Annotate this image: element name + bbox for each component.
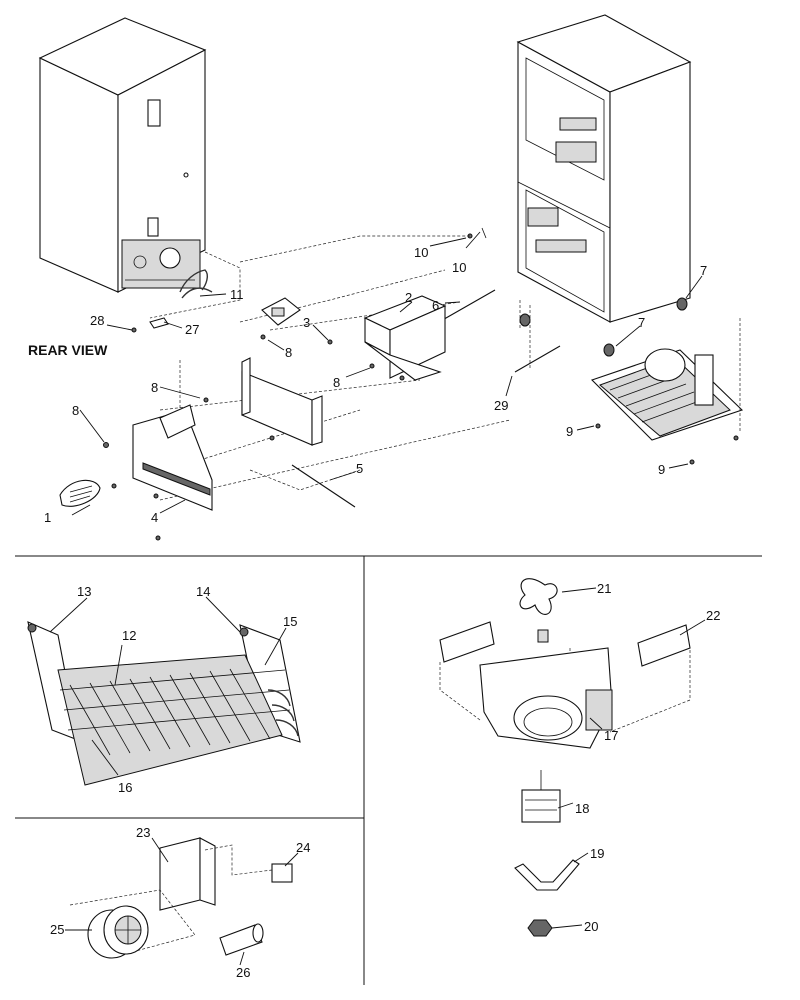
callout-19: 19 xyxy=(590,846,604,861)
callout-9-b: 9 xyxy=(658,462,665,477)
callout-11: 11 xyxy=(230,287,244,302)
callout-23: 23 xyxy=(136,825,150,840)
drain-tube-11 xyxy=(181,287,213,299)
callout-10-a: 10 xyxy=(414,245,428,260)
part-27 xyxy=(149,317,169,329)
assembly-guides xyxy=(159,235,531,501)
damper-assembly xyxy=(260,297,301,340)
rod-5 xyxy=(291,464,356,508)
callout-17: 17 xyxy=(604,728,618,743)
callout-5: 5 xyxy=(356,461,363,476)
part-28 xyxy=(131,327,137,333)
duct-2 xyxy=(327,295,447,381)
bracket-19 xyxy=(514,859,580,891)
callout-1: 1 xyxy=(44,510,51,525)
callout-3: 3 xyxy=(303,315,310,330)
callout-7-a: 7 xyxy=(700,263,707,278)
callout-29: 29 xyxy=(494,398,508,413)
leveling-legs xyxy=(519,297,688,357)
callout-8-a: 8 xyxy=(285,345,292,360)
callout-27: 27 xyxy=(185,322,199,337)
rear-view-cabinet xyxy=(38,17,241,319)
center-bracket xyxy=(203,357,323,446)
cover-4 xyxy=(103,404,213,541)
callout-7-b: 7 xyxy=(638,315,645,330)
callout-28: 28 xyxy=(90,313,104,328)
callout-25: 25 xyxy=(50,922,64,937)
fan-assembly xyxy=(439,578,691,749)
callout-14: 14 xyxy=(196,584,210,599)
callout-10-b: 10 xyxy=(452,260,466,275)
callout-8-b: 8 xyxy=(151,380,158,395)
leader-lines xyxy=(49,231,706,966)
wheel-assembly xyxy=(69,837,293,959)
front-cabinet xyxy=(516,14,692,330)
callout-21: 21 xyxy=(597,581,611,596)
callout-16: 16 xyxy=(118,780,132,795)
callout-8-c: 8 xyxy=(333,375,340,390)
nut-20 xyxy=(527,919,553,937)
callout-4: 4 xyxy=(151,510,158,525)
callout-12: 12 xyxy=(122,628,136,643)
callout-9-a: 9 xyxy=(566,424,573,439)
callout-2: 2 xyxy=(405,290,412,305)
callout-8-d: 8 xyxy=(72,403,79,418)
compressor-assembly xyxy=(590,318,744,465)
grille-1 xyxy=(59,479,101,507)
panel-separators xyxy=(15,555,762,985)
fan-motor-18 xyxy=(521,770,561,823)
evaporator-assembly xyxy=(27,621,301,786)
callout-6: 6 xyxy=(432,298,439,313)
callout-15: 15 xyxy=(283,614,297,629)
callout-26: 26 xyxy=(236,965,250,980)
callout-22: 22 xyxy=(706,608,720,623)
callout-20: 20 xyxy=(584,919,598,934)
callout-24: 24 xyxy=(296,840,310,855)
tube-29 xyxy=(514,345,561,373)
callout-13: 13 xyxy=(77,584,91,599)
rear-view-label: REAR VIEW xyxy=(28,342,108,358)
screws-10 xyxy=(467,227,487,239)
callout-18: 18 xyxy=(575,801,589,816)
